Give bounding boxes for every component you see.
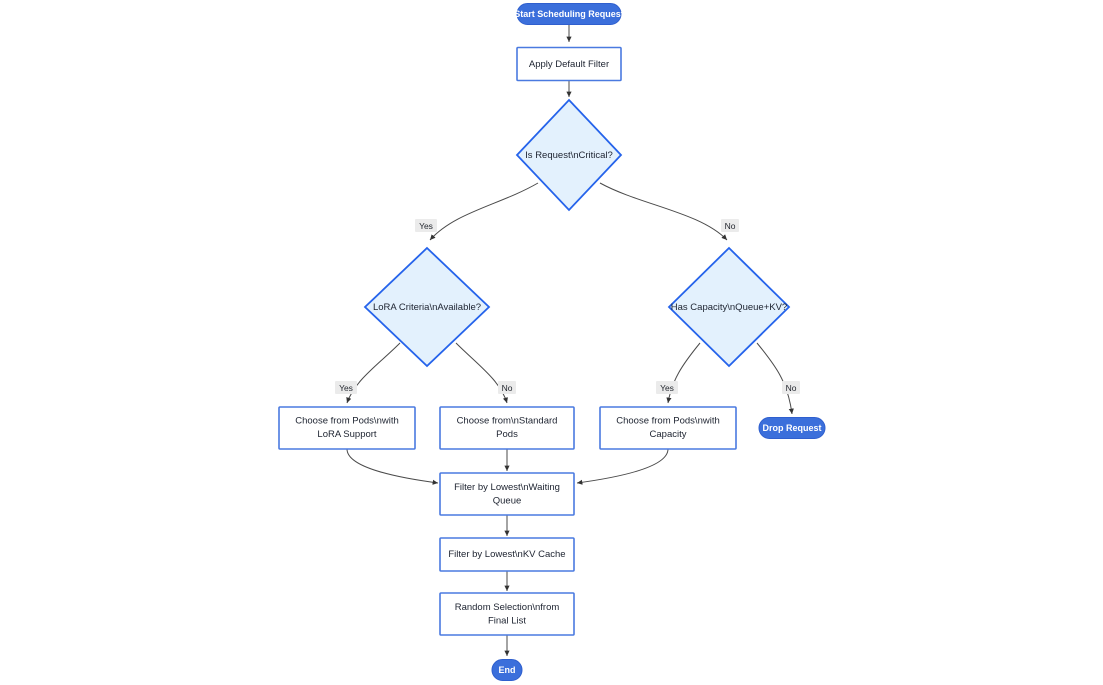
edge-label-text: No: [725, 221, 736, 231]
edge-label-text: Yes: [660, 383, 674, 393]
node-choose-lora-pods-label-line2: LoRA Support: [317, 429, 377, 440]
edge-choose-capacity-pods-to-filter-waiting: [576, 448, 669, 485]
node-end[interactable]: End: [491, 659, 523, 681]
node-choose-standard-pods-label-line2: Pods: [496, 429, 518, 440]
edge-labels-layer: Yes No Yes No Yes No: [335, 219, 800, 394]
edge-capacity-no-to-drop-request: [756, 342, 794, 415]
node-drop-request[interactable]: Drop Request: [758, 417, 826, 439]
edge-label-text: Yes: [339, 383, 353, 393]
node-choose-capacity-pods[interactable]: Choose from Pods\nwith Capacity: [599, 406, 737, 450]
edge-is-critical-yes-to-lora: [429, 182, 539, 241]
node-random-selection-label-line1: Random Selection\nfrom: [455, 602, 560, 613]
edge-label-text: No: [786, 383, 797, 393]
node-end-label: End: [499, 665, 516, 675]
node-choose-lora-pods-label-line1: Choose from Pods\nwith: [295, 416, 399, 427]
node-has-capacity-label: Has Capacity\nQueue+KV?: [671, 302, 787, 313]
edge-lora-no-to-choose-standard-pods: [455, 342, 508, 404]
edge-label-lora-yes: Yes: [335, 381, 357, 394]
node-filter-kv-cache-label: Filter by Lowest\nKV Cache: [448, 549, 565, 560]
node-random-selection[interactable]: Random Selection\nfrom Final List: [439, 592, 575, 636]
edge-label-text: No: [502, 383, 513, 393]
node-lora-criteria-available[interactable]: LoRA Criteria\nAvailable?: [363, 246, 491, 368]
edge-label-capacity-yes: Yes: [656, 381, 678, 394]
node-start-label: Start Scheduling Request: [514, 9, 624, 19]
node-is-request-critical-shape[interactable]: [515, 98, 623, 212]
node-is-request-critical-label: Is Request\nCritical?: [525, 150, 613, 161]
edge-label-text: Yes: [419, 221, 433, 231]
node-choose-standard-pods[interactable]: Choose from\nStandard Pods: [439, 406, 575, 450]
node-is-request-critical[interactable]: Is Request\nCritical?: [515, 98, 623, 212]
edge-capacity-yes-to-choose-capacity-pods: [666, 342, 701, 404]
node-choose-lora-pods[interactable]: Choose from Pods\nwith LoRA Support: [278, 406, 416, 450]
edge-lora-yes-to-choose-lora-pods: [346, 342, 401, 404]
node-lora-criteria-available-shape[interactable]: [363, 246, 491, 368]
node-apply-default-filter-label: Apply Default Filter: [529, 59, 609, 70]
node-choose-standard-pods-shape[interactable]: [439, 406, 575, 450]
node-drop-request-shape[interactable]: [758, 417, 826, 439]
node-start-shape[interactable]: [516, 3, 622, 25]
nodes-layer: Start Scheduling Request Apply Default F…: [278, 3, 826, 681]
node-random-selection-label-line2: Final List: [488, 616, 526, 627]
edge-choose-lora-pods-to-filter-waiting: [346, 448, 439, 485]
edge-label-is-critical-no: No: [721, 219, 739, 232]
node-random-selection-shape[interactable]: [439, 592, 575, 636]
edge-label-lora-no: No: [498, 381, 516, 394]
node-choose-capacity-pods-label-line2: Capacity: [650, 429, 687, 440]
edge-is-critical-no-to-capacity: [599, 182, 728, 241]
node-end-shape[interactable]: [491, 659, 523, 681]
node-filter-waiting-queue-label-line1: Filter by Lowest\nWaiting: [454, 482, 560, 493]
node-start[interactable]: Start Scheduling Request: [514, 3, 624, 25]
edges-layer: [346, 25, 794, 656]
node-choose-standard-pods-label-line1: Choose from\nStandard: [457, 416, 558, 427]
node-filter-kv-cache-shape[interactable]: [439, 537, 575, 572]
node-filter-kv-cache[interactable]: Filter by Lowest\nKV Cache: [439, 537, 575, 572]
node-filter-waiting-queue[interactable]: Filter by Lowest\nWaiting Queue: [439, 472, 575, 516]
node-has-capacity[interactable]: Has Capacity\nQueue+KV?: [667, 246, 791, 368]
node-choose-lora-pods-shape[interactable]: [278, 406, 416, 450]
edge-label-capacity-no: No: [782, 381, 800, 394]
node-apply-default-filter-shape[interactable]: [516, 46, 622, 82]
node-choose-capacity-pods-label-line1: Choose from Pods\nwith: [616, 416, 720, 427]
edge-label-is-critical-yes: Yes: [415, 219, 437, 232]
node-filter-waiting-queue-label-line2: Queue: [493, 496, 522, 507]
node-lora-criteria-available-label: LoRA Criteria\nAvailable?: [373, 302, 481, 313]
node-filter-waiting-queue-shape[interactable]: [439, 472, 575, 516]
node-drop-request-label: Drop Request: [762, 423, 821, 433]
node-choose-capacity-pods-shape[interactable]: [599, 406, 737, 450]
node-has-capacity-shape[interactable]: [667, 246, 791, 368]
node-apply-default-filter[interactable]: Apply Default Filter: [516, 46, 622, 82]
